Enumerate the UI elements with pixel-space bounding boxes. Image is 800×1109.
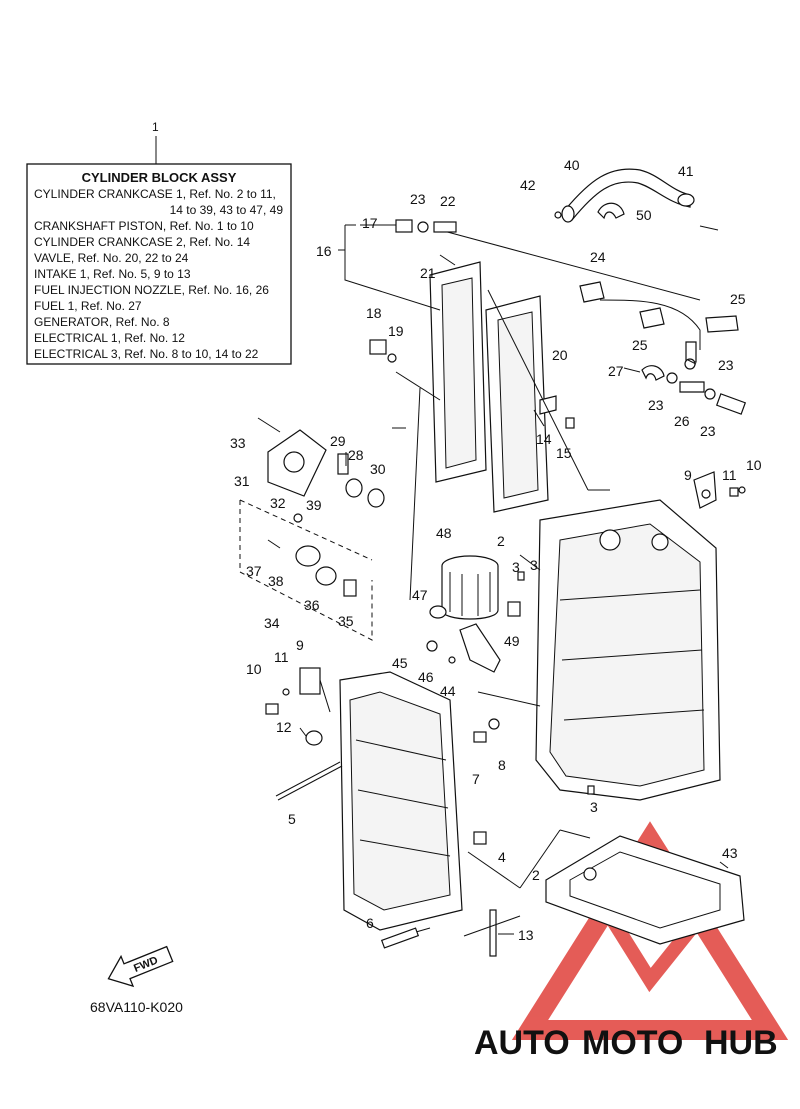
callout-16: 16 (316, 243, 332, 259)
callout-3: 3 (512, 559, 520, 575)
callout-2: 2 (532, 867, 540, 883)
callout-27: 27 (608, 363, 624, 379)
bracket (426, 623, 501, 673)
callout-3: 3 (590, 799, 598, 815)
gasket (545, 835, 745, 945)
callout-24: 24 (590, 249, 606, 265)
callout-45: 45 (392, 655, 408, 671)
callout-5: 5 (288, 811, 296, 827)
callout-31: 31 (234, 473, 250, 489)
callout-22: 22 (440, 193, 456, 209)
info-line: ELECTRICAL 1, Ref. No. 12 (34, 331, 185, 345)
callout-50: 50 (636, 207, 652, 223)
callout-32: 32 (270, 495, 286, 511)
callout-6: 6 (366, 915, 374, 931)
callout-10: 10 (246, 661, 262, 677)
leader-lines (299, 224, 729, 937)
callout-25: 25 (730, 291, 746, 307)
info-line: CYLINDER CRANKCASE 2, Ref. No. 14 (34, 235, 250, 249)
watermark-moto: MOTO (582, 1024, 683, 1062)
callout-4: 4 (498, 849, 506, 865)
intake-plates (429, 254, 557, 513)
callout-39: 39 (306, 497, 322, 513)
watermark-hub: HUB (704, 1024, 778, 1062)
info-line: FUEL INJECTION NOZZLE, Ref. No. 16, 26 (34, 283, 269, 297)
callout-48: 48 (436, 525, 452, 541)
info-line: CRANKSHAFT PISTON, Ref. No. 1 to 10 (34, 219, 254, 233)
fasteners (265, 417, 746, 949)
callout-37: 37 (246, 563, 262, 579)
callout-41: 41 (678, 163, 694, 179)
callout-34: 34 (264, 615, 280, 631)
fwd-arrow-icon: FWD (107, 945, 174, 988)
info-box-title: CYLINDER BLOCK ASSY (82, 170, 237, 185)
callout-11: 11 (722, 467, 737, 483)
info-line: INTAKE 1, Ref. No. 5, 9 to 13 (34, 267, 191, 281)
callout-18: 18 (366, 305, 382, 321)
callout-11: 11 (274, 649, 289, 665)
callout-2: 2 (497, 533, 505, 549)
callout-40: 40 (564, 157, 580, 173)
assembly-info-box: 1 CYLINDER BLOCK ASSY CYLINDER CRANKCASE… (26, 120, 292, 365)
callout-14: 14 (536, 431, 552, 447)
callout-12: 12 (276, 719, 292, 735)
callout-20: 20 (552, 347, 568, 363)
callout-43: 43 (722, 845, 738, 861)
callout-15: 15 (556, 445, 572, 461)
callout-17: 17 (362, 215, 378, 231)
callout-9: 9 (684, 467, 692, 483)
callout-33: 33 (230, 435, 246, 451)
callout-1: 1 (152, 120, 159, 134)
callout-49: 49 (504, 633, 520, 649)
info-line: FUEL 1, Ref. No. 27 (34, 299, 142, 313)
callout-9: 9 (296, 637, 304, 653)
callout-13: 13 (518, 927, 534, 943)
callout-47: 47 (412, 587, 428, 603)
callout-numbers: 2 2 3 3 3 4 5 6 7 8 9 9 10 10 11 11 12 1… (230, 157, 762, 943)
info-line: CYLINDER CRANKCASE 1, Ref. No. 2 to 11, (34, 187, 276, 201)
callout-36: 36 (304, 597, 320, 613)
callout-44: 44 (440, 683, 456, 699)
drawing-code: 68VA110-K020 (90, 999, 183, 1015)
callout-7: 7 (472, 771, 480, 787)
callout-30: 30 (370, 461, 386, 477)
oil-pressure-group (239, 499, 373, 641)
callout-10: 10 (746, 457, 762, 473)
callout-28: 28 (348, 447, 364, 463)
callout-25: 25 (632, 337, 648, 353)
callout-23: 23 (648, 397, 664, 413)
oil-filter (429, 555, 521, 620)
watermark-text: AUTO MOTO HUB (474, 1024, 778, 1062)
watermark-auto: AUTO (474, 1024, 570, 1062)
cylinder-block (535, 471, 721, 801)
callout-29: 29 (330, 433, 346, 449)
thermostat-assembly (257, 339, 397, 508)
callout-26: 26 (674, 413, 690, 429)
info-line: 14 to 39, 43 to 47, 49 (170, 203, 284, 217)
callout-8: 8 (498, 757, 506, 773)
callout-3: 3 (530, 557, 538, 573)
callout-19: 19 (388, 323, 404, 339)
info-line: ELECTRICAL 3, Ref. No. 8 to 10, 14 to 22 (34, 347, 259, 361)
info-line: GENERATOR, Ref. No. 8 (34, 315, 170, 329)
fuel-hose-assembly (395, 168, 747, 415)
callout-46: 46 (418, 669, 434, 685)
callout-21: 21 (420, 265, 436, 281)
callout-38: 38 (268, 573, 284, 589)
crankcase (275, 667, 497, 957)
callout-23: 23 (700, 423, 716, 439)
callout-23: 23 (410, 191, 426, 207)
callout-23: 23 (718, 357, 734, 373)
callout-42: 42 (520, 177, 536, 193)
callout-35: 35 (338, 613, 354, 629)
info-line: VAVLE, Ref. No. 20, 22 to 24 (34, 251, 189, 265)
